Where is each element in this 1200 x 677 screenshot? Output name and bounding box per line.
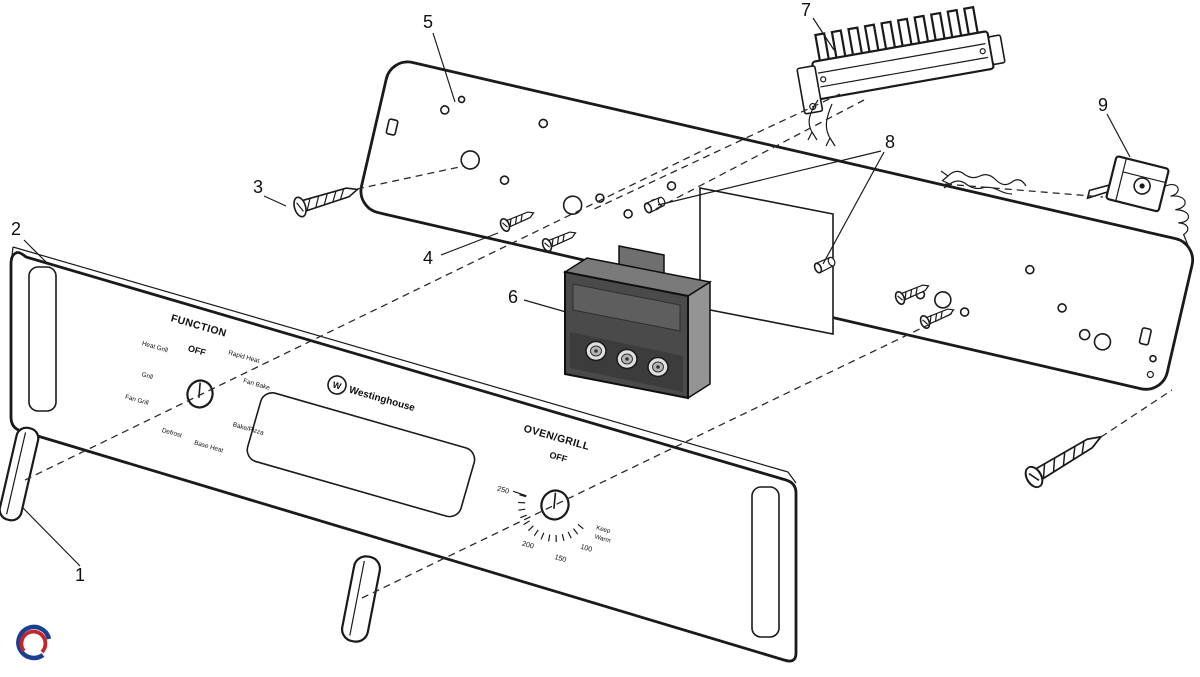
terminal-body-lines — [817, 43, 988, 88]
oven-knob-pointer — [553, 492, 557, 509]
mounting-aperture — [699, 187, 834, 335]
switch-terminal-block — [796, 5, 1006, 115]
logo-red-swirl — [19, 629, 48, 654]
callout-leader-1 — [22, 507, 81, 567]
terminal-block-wires — [807, 99, 836, 147]
temp-tick-label: 150 — [554, 552, 568, 564]
callout-number-4: 4 — [423, 248, 433, 268]
keep-warm-label: Warm — [594, 533, 612, 544]
callout-leader-6 — [523, 299, 567, 313]
temp-tick-marks — [512, 490, 584, 542]
hole — [562, 195, 583, 215]
callout-leader-4 — [440, 232, 499, 256]
module-button-1 — [585, 340, 607, 362]
brand-monogram: W — [331, 380, 342, 392]
thermostat-shaft — [1086, 183, 1111, 200]
logo-blue-swirl — [16, 624, 52, 661]
mounting-screw-3 — [291, 179, 362, 219]
hole — [1149, 354, 1157, 363]
callout-leader-5 — [432, 32, 456, 103]
module-side-face — [687, 280, 711, 400]
function-option: Grill — [141, 371, 154, 381]
assembly-axis-line — [361, 311, 956, 599]
fascia-left-bracket — [28, 266, 57, 412]
assembly-axis-lines — [24, 93, 1173, 599]
callout-number-5: 5 — [423, 12, 433, 32]
module-button-3 — [647, 356, 669, 378]
hole — [1025, 264, 1035, 275]
slot — [1138, 327, 1152, 346]
module-button-2 — [616, 348, 638, 370]
brand-monogram-ring — [327, 375, 347, 395]
assembly-axis-line — [356, 165, 465, 190]
hole — [1146, 370, 1154, 379]
callout-leader-9 — [1106, 113, 1131, 158]
callout-number-9: 9 — [1098, 95, 1108, 115]
callout-number-1: 1 — [75, 565, 85, 585]
callout-leader-2 — [23, 239, 48, 264]
hole — [623, 209, 633, 219]
control-panel-fascia: FUNCTION OFF Heat Grill Grill Fan Grill … — [9, 246, 798, 663]
temp-tick-label: 200 — [521, 539, 535, 551]
hole — [1093, 333, 1112, 351]
terminal-bracket — [796, 65, 824, 115]
assembly-axis-line — [24, 145, 713, 481]
temp-tick-label: 100 — [579, 542, 593, 554]
temp-tick-label: 250 — [496, 484, 510, 496]
brand-logo — [16, 624, 52, 661]
slot — [385, 118, 399, 136]
assembly-axis-line — [1100, 389, 1173, 438]
hole — [538, 118, 549, 129]
function-dial-off: OFF — [187, 343, 208, 358]
assembly-axis-line — [649, 99, 865, 213]
terminal-end-tab — [987, 34, 1006, 66]
control-knob-2 — [341, 555, 381, 643]
display-window — [246, 392, 476, 518]
callout-number-8: 8 — [885, 132, 895, 152]
assembly-axis-line — [591, 93, 841, 211]
hole — [959, 307, 970, 317]
hole — [1078, 328, 1091, 341]
callout-number-2: 2 — [11, 219, 21, 239]
mounting-screw-right — [1021, 426, 1108, 492]
thermostat-body — [1105, 155, 1170, 213]
hole — [934, 291, 952, 309]
fascia-right-bracket — [751, 486, 780, 638]
terminal-teeth — [814, 5, 979, 61]
thermostat-shaft-hole — [1133, 177, 1151, 195]
thermostat-body-lines — [1115, 158, 1166, 202]
module-display-band — [572, 283, 681, 332]
callout-number-7: 7 — [801, 0, 811, 20]
fascia-face — [9, 251, 798, 663]
hole — [820, 76, 827, 83]
hole — [460, 150, 480, 170]
callout-number-6: 6 — [508, 287, 518, 307]
capillary-tube — [1164, 184, 1191, 251]
hole — [979, 48, 986, 55]
hole — [595, 193, 605, 203]
control-knob-1 — [0, 426, 40, 522]
callout-leader-3 — [263, 195, 287, 207]
callout-number-3: 3 — [253, 177, 263, 197]
keep-warm-label: Keep — [595, 524, 611, 535]
thermostat-switch — [1086, 155, 1191, 251]
hole — [1057, 303, 1067, 313]
hole — [499, 175, 510, 186]
oven-dial-off: OFF — [548, 450, 569, 465]
clock-timer-module — [563, 245, 712, 400]
hole — [439, 105, 450, 115]
thermostat-shaft-dot — [1139, 183, 1145, 189]
hole — [666, 181, 677, 191]
callouts: 1 2 3 4 5 6 7 8 9 — [11, 0, 1131, 585]
callout-leader-8 — [657, 150, 885, 265]
hole — [457, 95, 466, 104]
assembly-axis-line — [944, 183, 1104, 198]
callout-leader-7 — [812, 17, 835, 51]
